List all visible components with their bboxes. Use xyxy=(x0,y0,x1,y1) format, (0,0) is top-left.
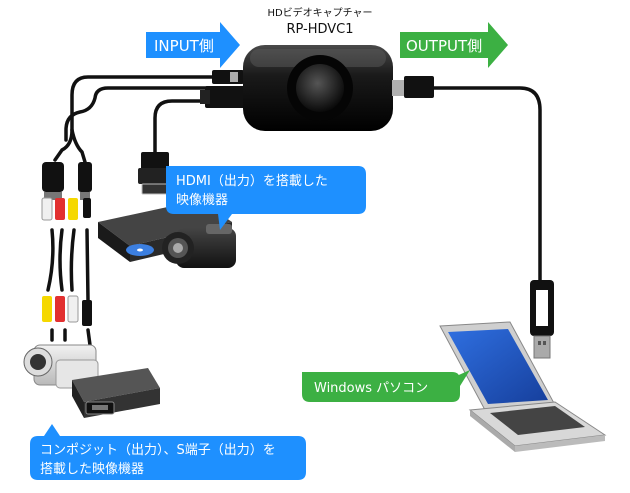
usb-plug-icon xyxy=(530,280,554,359)
composite-callout-line2: 搭載した映像機器 xyxy=(40,461,144,477)
composite-callout-line1: コンポジット（出力）、S端子（出力）を xyxy=(40,443,276,458)
vcr-icon xyxy=(72,368,160,418)
cables xyxy=(46,75,542,347)
camcorder-icon xyxy=(162,224,236,268)
input-arrow-label: INPUT側 xyxy=(154,37,214,55)
usb-cable xyxy=(430,86,542,287)
camcorder-icon xyxy=(23,344,99,389)
capture-device-icon: HDビデオキャプチャー RP-HDVC1 xyxy=(200,6,434,131)
pc-callout: Windows パソコン xyxy=(302,370,470,402)
laptop-icon xyxy=(439,321,607,452)
hdmi-device-callout: HDMI（出力）を搭載した 映像機器 xyxy=(166,166,366,230)
output-arrow: OUTPUT側 xyxy=(400,22,508,68)
av-cable xyxy=(53,75,214,162)
output-arrow-label: OUTPUT側 xyxy=(406,37,482,55)
hdmi-cable xyxy=(153,99,212,157)
device-subtitle: HDビデオキャプチャー xyxy=(267,6,372,19)
composite-device-callout: コンポジット（出力）、S端子（出力）を 搭載した映像機器 xyxy=(30,424,306,480)
hdmi-callout-line2: 映像機器 xyxy=(176,193,228,208)
device-model: RP-HDVC1 xyxy=(286,22,353,37)
hdmi-callout-line1: HDMI（出力）を搭載した xyxy=(176,173,328,189)
hdmi-plug-icon xyxy=(138,152,172,195)
pc-callout-label: Windows パソコン xyxy=(314,381,428,396)
rca-plug-icon xyxy=(41,162,92,326)
input-arrow: INPUT側 xyxy=(146,22,240,68)
